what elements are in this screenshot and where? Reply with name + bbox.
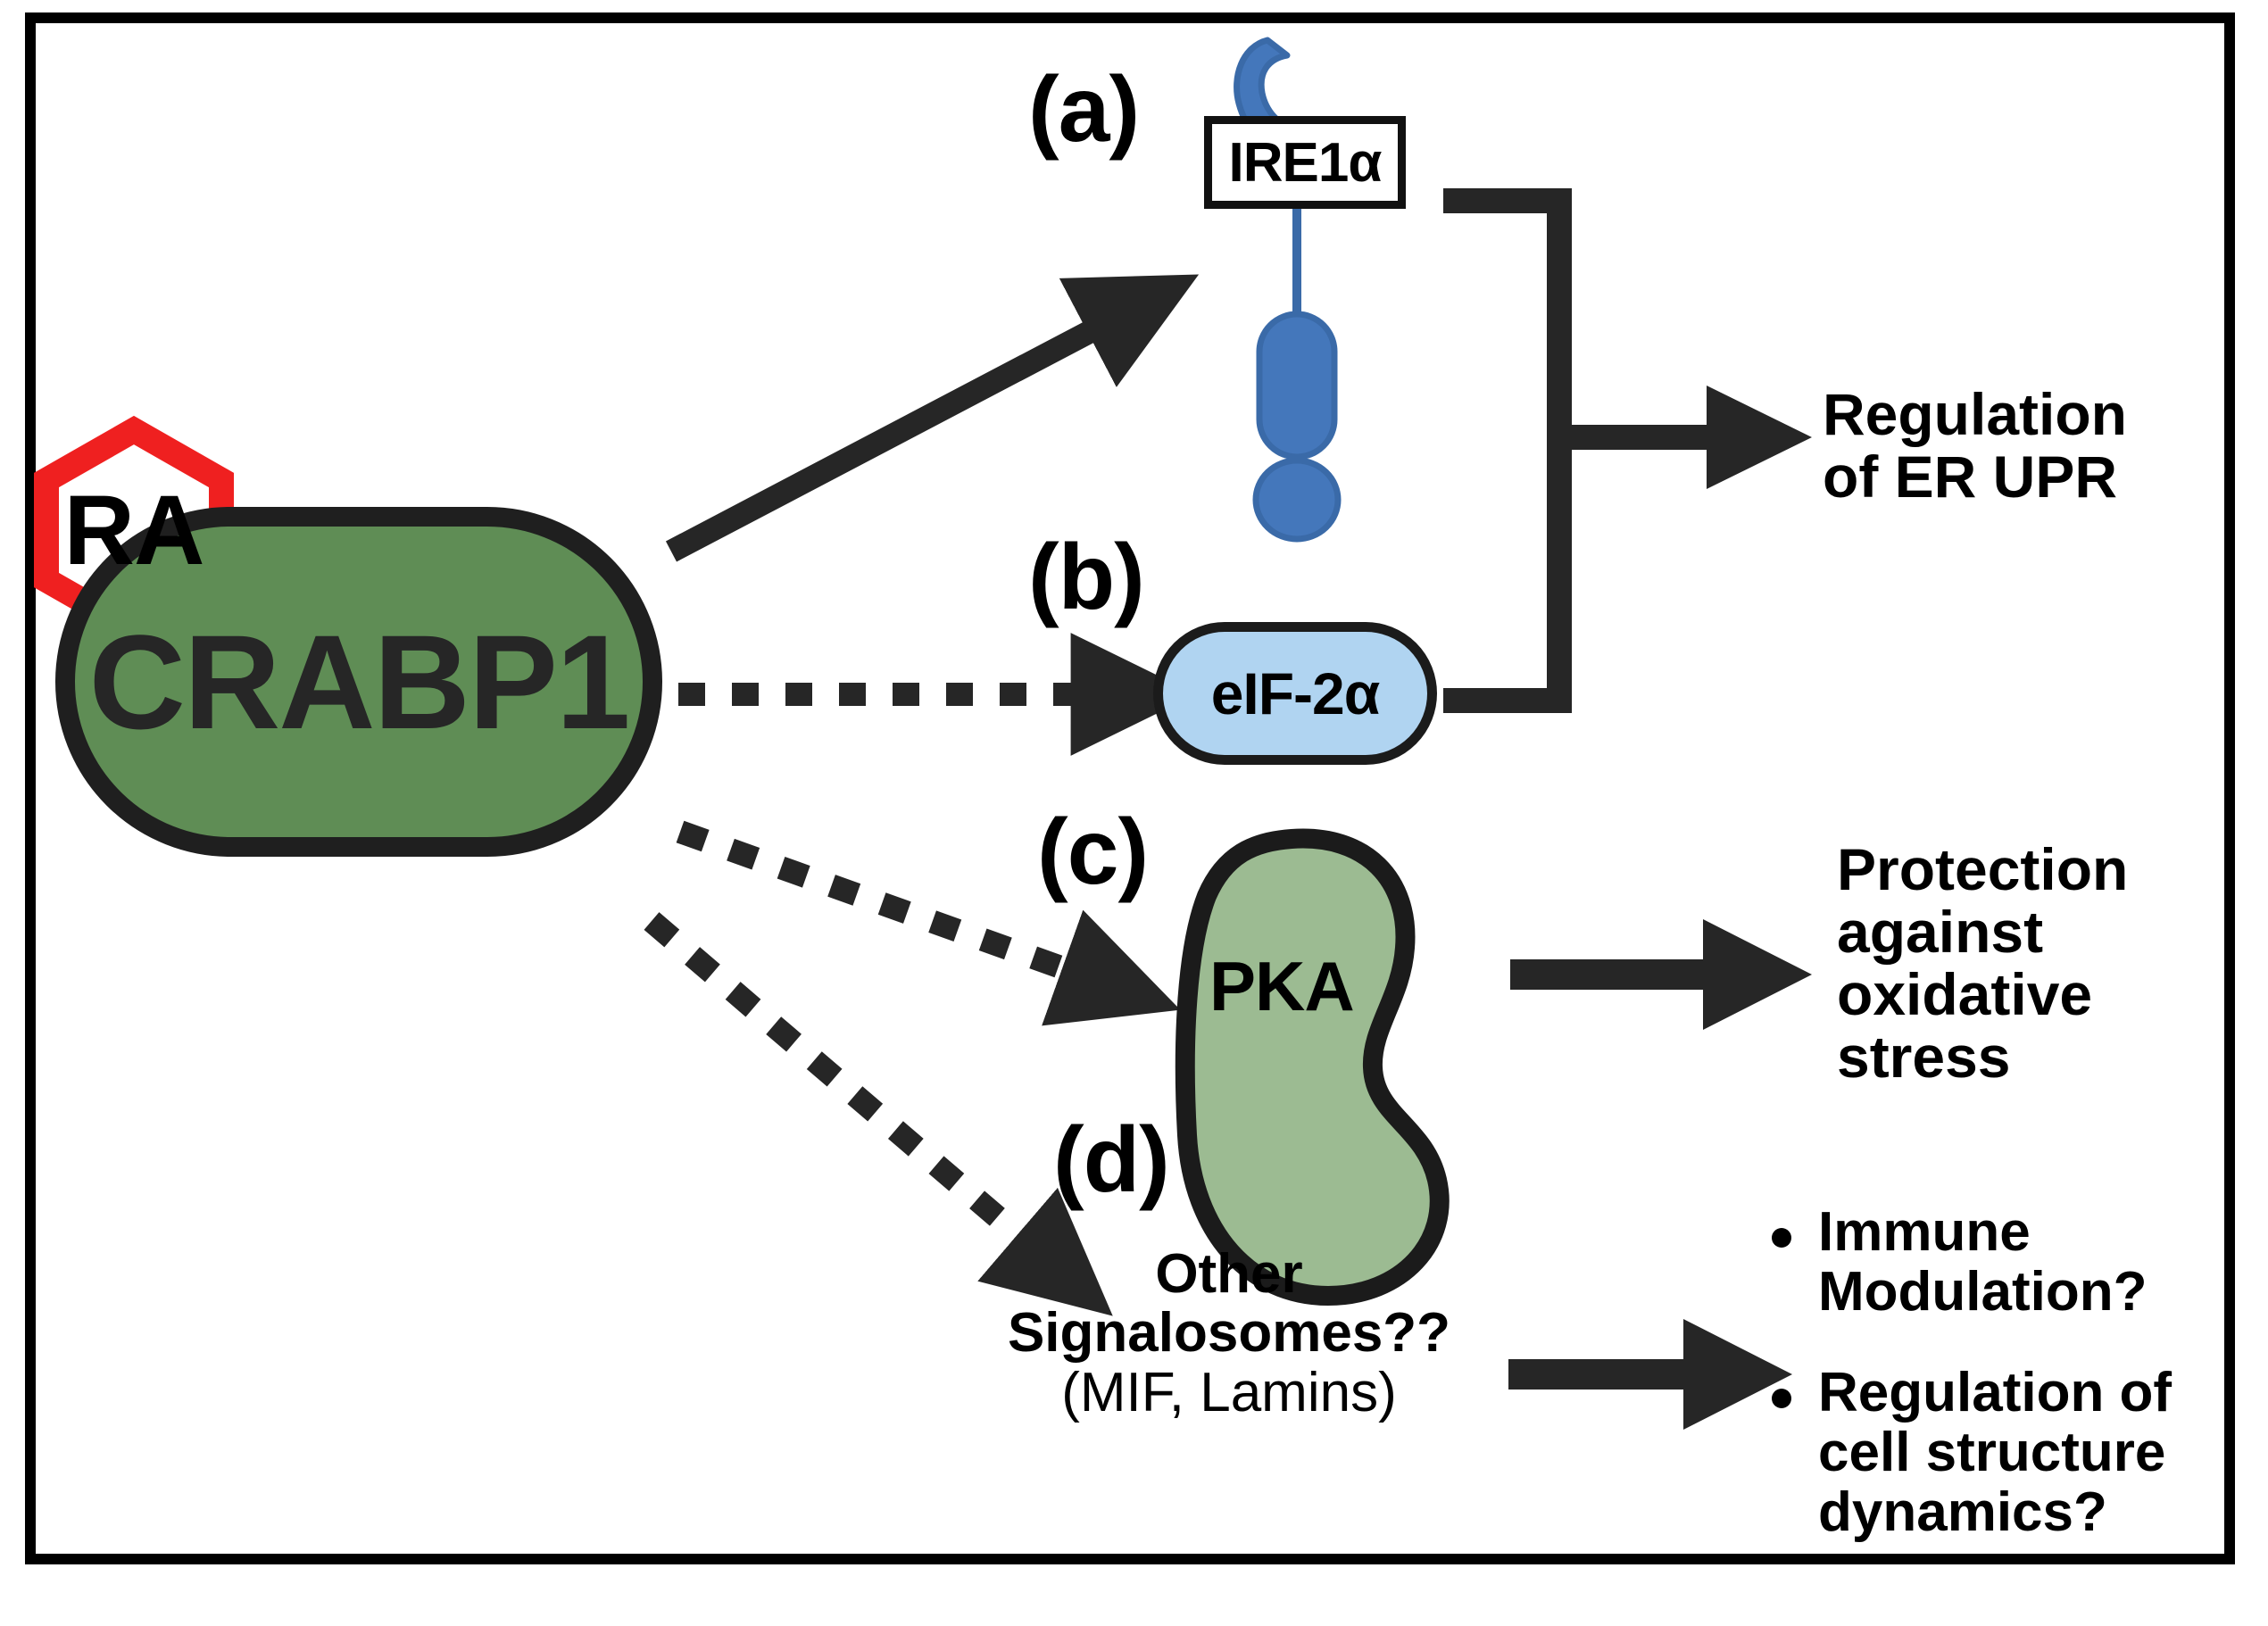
signalosomes-label-block: Other Signalosomes?? (MIF, Lamins)	[979, 1243, 1479, 1423]
list-item: Immune Modulation?	[1772, 1201, 2245, 1323]
panel-label-c: (c)	[1037, 801, 1149, 904]
panel-label-a: (a)	[1028, 58, 1140, 162]
eif2a-node: eIF-2α	[1153, 622, 1437, 765]
outcome-oxidative-stress: Protection against oxidative stress	[1837, 836, 2129, 1090]
outcome-er-upr: Regulation of ER UPR	[1823, 381, 2127, 510]
bullet-text: Regulation of cell structure dynamics?	[1818, 1361, 2172, 1543]
ire1a-node: IRE1α	[1204, 116, 1406, 209]
ra-ligand-label: RA	[63, 475, 205, 585]
crabp1-label: CRABP1	[88, 606, 631, 757]
signalosomes-line-2: Signalosomes??	[1007, 1302, 1451, 1365]
bullet-dot-icon	[1772, 1228, 1791, 1248]
panel-label-d: (d)	[1053, 1108, 1170, 1212]
signalosomes-line-1: Other	[1155, 1243, 1303, 1305]
panel-label-b: (b)	[1028, 526, 1145, 629]
list-item: Regulation of cell structure dynamics?	[1772, 1361, 2245, 1543]
outcome-bullet-list: Immune Modulation? Regulation of cell st…	[1772, 1201, 2245, 1584]
bullet-dot-icon	[1772, 1388, 1791, 1408]
eif2a-label: eIF-2α	[1210, 660, 1381, 726]
pka-label: PKA	[1209, 947, 1355, 1025]
ire1a-label: IRE1α	[1228, 131, 1383, 194]
bullet-text: Immune Modulation?	[1818, 1201, 2148, 1323]
signalosomes-line-3: (MIF, Lamins)	[1061, 1361, 1397, 1423]
